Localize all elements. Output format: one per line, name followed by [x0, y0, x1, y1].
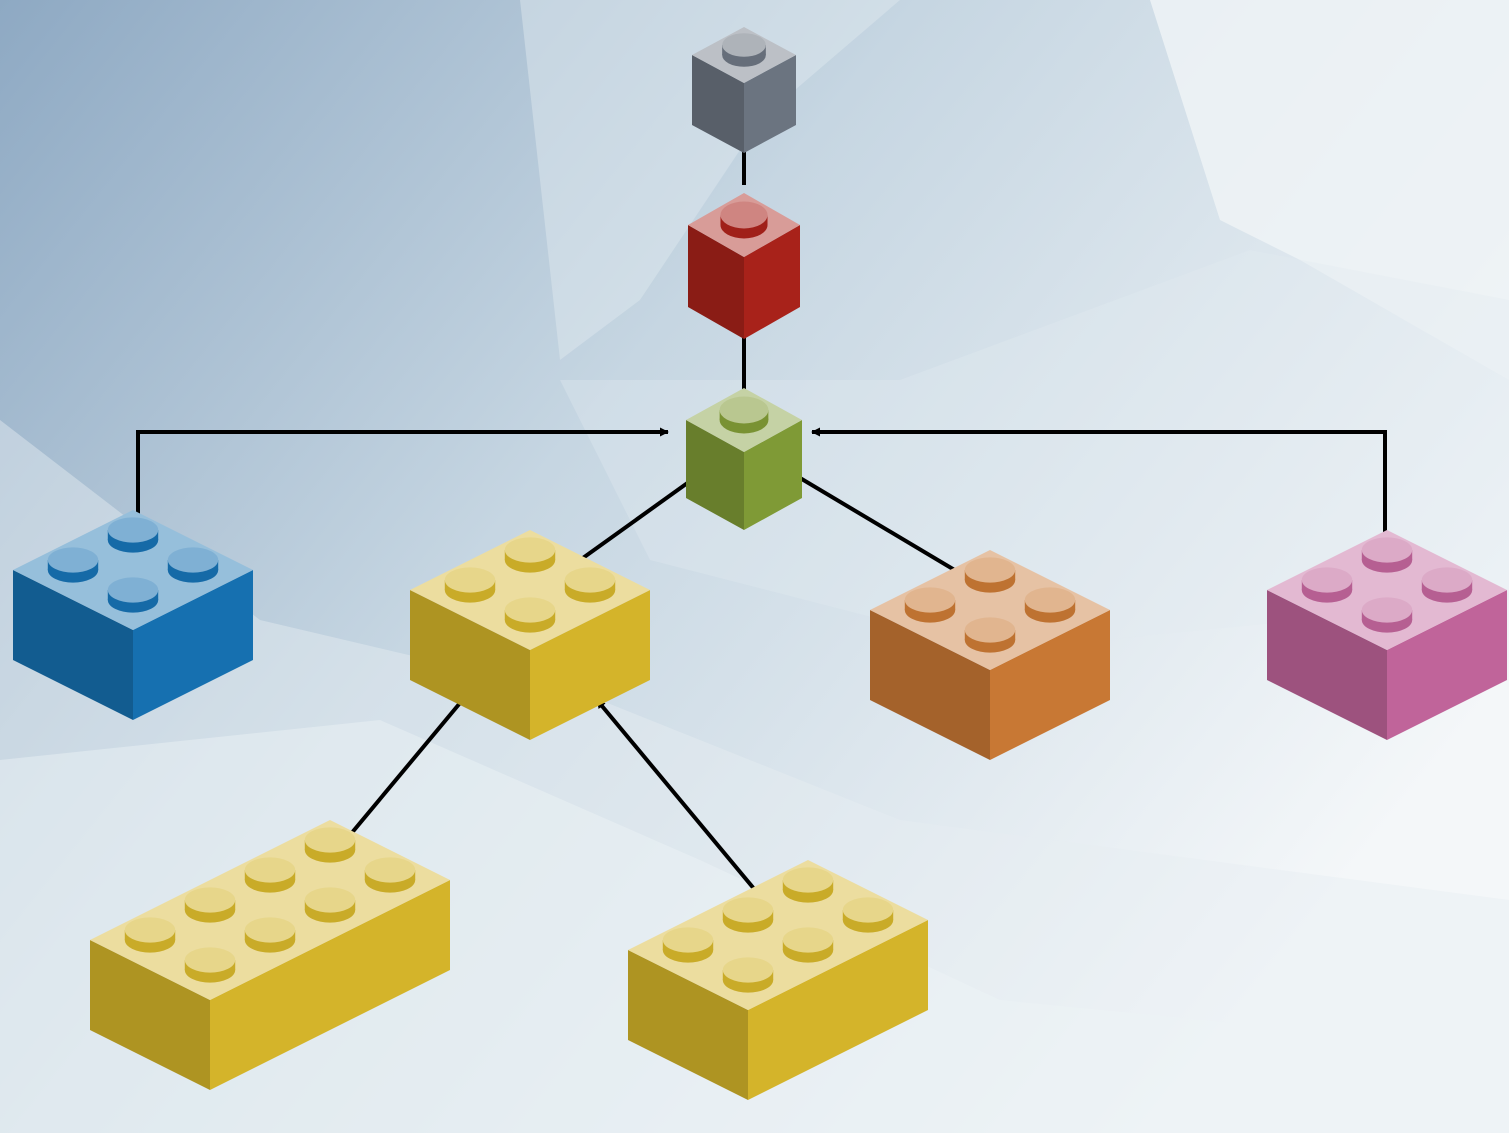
arrow-orange-to-green — [788, 470, 970, 580]
stud — [904, 587, 956, 623]
stud — [964, 557, 1016, 593]
stud — [107, 517, 159, 553]
brick-top-face — [410, 530, 650, 650]
arrow-pink-to-green — [811, 427, 1387, 580]
stud — [124, 917, 176, 953]
stud — [722, 33, 766, 67]
stud — [1024, 587, 1076, 623]
stud — [504, 597, 556, 633]
stud — [564, 567, 616, 603]
brick-top-face — [1267, 530, 1507, 650]
stud — [184, 947, 236, 983]
brick-right-face — [748, 920, 928, 1100]
brick-yellow-left-2x4 — [90, 820, 450, 1090]
brick-top-face — [870, 550, 1110, 670]
stud — [47, 547, 99, 583]
stud — [1361, 597, 1413, 633]
brick-left-face — [688, 225, 744, 339]
stud — [444, 567, 496, 603]
brick-left-face — [686, 420, 744, 530]
stud — [244, 917, 296, 953]
brick-right-face — [990, 610, 1110, 760]
brick-top-face — [90, 820, 450, 1000]
brick-right-face — [210, 880, 450, 1090]
stud — [782, 927, 834, 963]
stud — [782, 867, 834, 903]
brick-blue — [13, 510, 253, 720]
stud — [720, 201, 768, 239]
stud — [842, 897, 894, 933]
stud — [244, 857, 296, 893]
brick-right-face — [744, 225, 800, 339]
brick-top-gray — [692, 27, 796, 153]
brick-yellow-middle — [410, 530, 650, 740]
brick-red — [688, 193, 800, 339]
brick-top-face — [13, 510, 253, 630]
brick-yellow-right-2x3 — [628, 860, 928, 1100]
brick-right-face — [530, 590, 650, 740]
brick-left-face — [1267, 590, 1387, 740]
brick-right-face — [744, 55, 796, 153]
brick-green — [686, 388, 802, 530]
stud — [504, 537, 556, 573]
stud — [1301, 567, 1353, 603]
stud — [722, 897, 774, 933]
brick-left-face — [628, 950, 748, 1100]
stud — [1361, 537, 1413, 573]
stud — [304, 827, 356, 863]
stud — [304, 887, 356, 923]
brick-right-face — [1387, 590, 1507, 740]
brick-left-face — [410, 590, 530, 740]
stud — [1421, 567, 1473, 603]
stud — [719, 396, 769, 434]
stud — [107, 577, 159, 613]
stud — [964, 617, 1016, 653]
brick-left-face — [692, 55, 744, 153]
brick-left-face — [13, 570, 133, 720]
brick-top-face — [628, 860, 928, 1010]
brick-pink — [1267, 530, 1507, 740]
brick-left-face — [90, 940, 210, 1090]
stud — [364, 857, 416, 893]
arrow-yellow-right-2x3-to-yellow-middle — [595, 698, 782, 922]
stud — [184, 887, 236, 923]
stud — [167, 547, 219, 583]
brick-orange — [870, 550, 1110, 760]
stud — [662, 927, 714, 963]
stud — [722, 957, 774, 993]
brick-left-face — [870, 610, 990, 760]
brick-right-face — [744, 420, 802, 530]
brick-right-face — [133, 570, 253, 720]
